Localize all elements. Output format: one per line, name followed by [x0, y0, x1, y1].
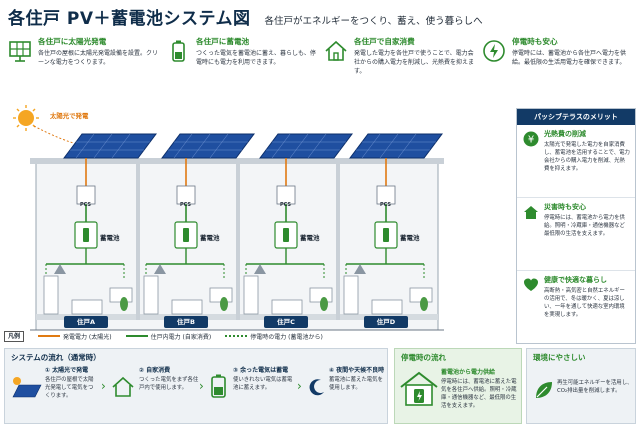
- house-icon: [322, 36, 350, 66]
- flow-step-desc: つくった電気をまず各住戸内で使用します。: [139, 377, 199, 391]
- moon-icon: [309, 379, 324, 396]
- outage-title: 停電時の流れ: [401, 353, 446, 362]
- feature-desc: 各住戸の屋根に太陽光発電設備を設置。クリーンな電力をつくります。: [38, 50, 159, 66]
- feature-title: 各住戸で自家消費: [354, 37, 415, 46]
- plug-icon: [480, 36, 508, 66]
- pcs-label: PCS: [280, 202, 292, 208]
- flow-step-title: ③ 余った電気は蓄電: [233, 367, 289, 374]
- solar-panel-icon: [12, 377, 42, 398]
- bottom-panels: システムの流れ（通常時） ① 太陽光で発電 各住戸の屋根で太陽光発電して電気をつ…: [4, 348, 636, 424]
- legend-item-outage: 停電時の電力 (蓄電池から): [225, 332, 323, 341]
- feature-battery: 各住戸に蓄電池 つくった電気を蓄電池に蓄え、暮らしも、停電時にも電力を利用できま…: [164, 36, 318, 100]
- eco-desc: 再生可能エネルギーを活用し、CO₂排出量を削減します。: [557, 380, 633, 394]
- legend-label: 停電時の電力 (蓄電池から): [250, 333, 323, 341]
- flow-step-4: ④ 夜間や天候不良時 蓄電池に蓄えた電気を使用します。: [307, 365, 385, 423]
- outage-subtitle: 蓄電池から電力供給: [441, 369, 496, 376]
- legend-item-generation: 発電電力 (太陽光): [38, 332, 112, 341]
- solar-panels: [63, 133, 443, 159]
- merit-item-health: 健康で快適な暮らし 高断熱・高気密と自然エネルギーの活用で、冬は暖かく、夏は涼し…: [517, 271, 635, 344]
- battery-label: 蓄電池: [100, 234, 120, 242]
- unit-label-b: 住戸B: [164, 316, 208, 328]
- feature-row: 各住戸に太陽光発電 各住戸の屋根に太陽光発電設備を設置。クリーンな電力をつくりま…: [6, 36, 634, 100]
- flow-title: システムの流れ（通常時）: [11, 353, 101, 362]
- battery-label: 蓄電池: [300, 234, 320, 242]
- merit-item-desc: 高断熱・高気密と自然エネルギーの活用で、冬は暖かく、夏は涼しい、一年を通して快適…: [544, 288, 625, 318]
- merit-item-cost: ¥ 光熱費の削減 太陽光で発電した電力を自家消費し、蓄電池を活用することで、電力…: [517, 125, 635, 198]
- yen-icon: ¥: [522, 129, 540, 195]
- merit-title: パッシブテラスのメリット: [517, 109, 635, 125]
- eco-panel: 環境にやさしい 再生可能エネルギーを活用し、CO₂排出量を削減します。: [526, 348, 636, 424]
- household-appliances: [43, 275, 433, 315]
- flow-step-3: ③ 余った電気は蓄電 使いきれない電気は蓄電池に蓄えます。: [209, 365, 297, 423]
- flow-step-title: ④ 夜間や天候不良時: [329, 367, 385, 374]
- feature-outage: 停電時も安心 停電時には、蓄電池から各住戸へ電力を供給。最低限の生活用電力を確保…: [480, 36, 634, 100]
- merit-item-disaster: 災害時も安心 停電時には、蓄電池から電力を供給。照明・冷蔵庫・通信機器など最低限…: [517, 198, 635, 271]
- pcs-label: PCS: [180, 202, 192, 208]
- outage-house-icon: [400, 371, 438, 406]
- flow-step-desc: 蓄電池に蓄えた電気を使用します。: [329, 377, 383, 391]
- flow-step-2: ② 自家消費 つくった電気をまず各住戸内で使用します。: [111, 365, 199, 423]
- chevron-right-icon: ›: [297, 379, 302, 393]
- flow-panel: システムの流れ（通常時） ① 太陽光で発電 各住戸の屋根で太陽光発電して電気をつ…: [4, 348, 388, 424]
- flow-step-desc: 各住戸の屋根で太陽光発電して電気をつくります。: [45, 377, 94, 399]
- merit-panel: パッシブテラスのメリット ¥ 光熱費の削減 太陽光で発電した電力を自家消費し、蓄…: [516, 108, 636, 344]
- outage-panel: 停電時の流れ 蓄電池から電力供給 停電時には、蓄電池に蓄えた電気を各住戸へ供給。…: [394, 348, 522, 424]
- flow-steps: ① 太陽光で発電 各住戸の屋根で太陽光発電して電気をつくります。 › ② 自家消…: [9, 365, 385, 423]
- flow-step-desc: 使いきれない電気は蓄電池に蓄えます。: [233, 377, 293, 391]
- feature-title: 停電時も安心: [512, 37, 558, 46]
- sun-label: 太陽光で発電: [50, 112, 89, 120]
- merit-item-title: 災害時も安心: [544, 203, 586, 211]
- pcs-label: PCS: [80, 202, 92, 208]
- battery-label: 蓄電池: [200, 234, 220, 242]
- solar-panel-icon: [6, 36, 34, 66]
- svg-text:¥: ¥: [528, 135, 534, 146]
- eco-title: 環境にやさしい: [533, 353, 586, 362]
- flow-step-1: ① 太陽光で発電 各住戸の屋根で太陽光発電して電気をつくります。: [9, 365, 99, 423]
- system-diagram: 太陽光で発電 PCS PCS PCS PCS 蓄電池 蓄電池 蓄電池 蓄電池 住…: [0, 104, 508, 342]
- merit-item-title: 健康で快適な暮らし: [544, 276, 607, 284]
- page-title: 各住戸 PV＋蓄電池システム図: [8, 9, 251, 29]
- flow-step-title: ② 自家消費: [139, 367, 171, 374]
- feature-desc: つくった電気を蓄電池に蓄え、暮らしも、停電時にも電力を利用できます。: [196, 50, 316, 66]
- legend-item-self-consumption: 住戸内電力 (自家消費): [125, 332, 212, 341]
- legend-key: 凡例: [4, 330, 25, 342]
- feature-title: 各住戸に太陽光発電: [38, 37, 107, 46]
- legend-swatch: [38, 335, 61, 337]
- pcs-label: PCS: [380, 202, 392, 208]
- legend-swatch: [125, 335, 148, 337]
- outage-desc: 停電時には、蓄電池に蓄えた電気を各住戸へ供給。照明・冷蔵庫・通信機器など、最低限…: [441, 379, 517, 409]
- unit-equipment: [45, 158, 425, 280]
- unit-label-d: 住戸D: [364, 316, 408, 328]
- sun-icon: [13, 105, 39, 131]
- page-subtitle: 各住戸がエネルギーをつくり、蓄え、使う暮らしへ: [264, 16, 483, 27]
- legend-label: 住戸内電力 (自家消費): [150, 333, 212, 341]
- house-icon: [112, 376, 134, 397]
- heart-icon: [522, 275, 540, 342]
- unit-label-a: 住戸A: [64, 316, 108, 328]
- legend-label: 発電電力 (太陽光): [63, 333, 112, 341]
- chevron-right-icon: ›: [101, 379, 106, 393]
- header: 各住戸 PV＋蓄電池システム図 各住戸がエネルギーをつくり、蓄え、使う暮らしへ: [8, 4, 632, 30]
- merit-item-desc: 太陽光で発電した電力を自家消費し、蓄電池を活用することで、電力会社からの購入電力…: [544, 142, 630, 172]
- feature-title: 各住戸に蓄電池: [196, 37, 250, 46]
- merit-item-desc: 停電時には、蓄電池から電力を供給。照明・冷蔵庫・通信機器など最低限の生活を支えま…: [544, 215, 625, 237]
- battery-label: 蓄電池: [400, 234, 420, 242]
- leaf-icon: [536, 382, 552, 398]
- legend-swatch: [225, 335, 248, 337]
- flow-step-title: ① 太陽光で発電: [45, 367, 89, 374]
- feature-solar: 各住戸に太陽光発電 各住戸の屋根に太陽光発電設備を設置。クリーンな電力をつくりま…: [6, 36, 160, 100]
- feature-self-consumption: 各住戸で自家消費 発電した電力を各住戸で使うことで、電力会社からの購入電力を削減…: [322, 36, 476, 100]
- battery-icon: [164, 36, 192, 66]
- building-illustration: [13, 105, 444, 331]
- chevron-right-icon: ›: [199, 379, 204, 393]
- legend: 凡例 発電電力 (太陽光) 住戸内電力 (自家消費) 停電時の電力 (蓄電池から…: [4, 330, 508, 342]
- unit-label-c: 住戸C: [264, 316, 308, 328]
- feature-desc: 発電した電力を各住戸で使うことで、電力会社からの購入電力を削減し、光熱費を抑えま…: [354, 50, 475, 75]
- house-icon: [522, 202, 540, 268]
- battery-icon: [211, 374, 226, 398]
- feature-desc: 停電時には、蓄電池から各住戸へ電力を供給。最低限の生活用電力を確保できます。: [512, 50, 627, 66]
- merit-item-title: 光熱費の削減: [544, 130, 586, 138]
